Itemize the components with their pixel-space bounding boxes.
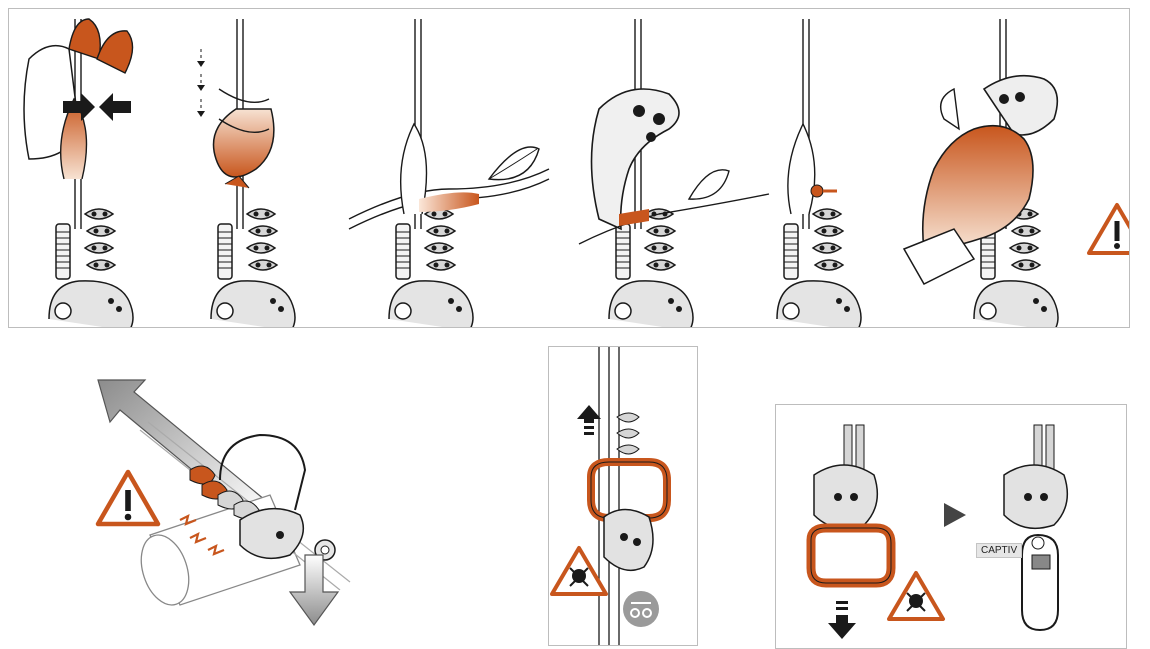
step-2-knot-sliding — [197, 19, 295, 328]
captiv-before-after-drawing — [776, 405, 1127, 649]
bottom-middle-panel — [548, 346, 698, 646]
step-4-leaf-carabiner — [579, 19, 769, 328]
falling-device-drawing — [40, 360, 380, 643]
danger-carabiner-drawing — [549, 347, 698, 646]
top-illustration-panel — [8, 8, 1130, 328]
warning-icon — [1089, 205, 1130, 253]
top-steps-drawing — [9, 9, 1130, 328]
step-1-hand-squeeze — [24, 19, 133, 328]
pull-up-arrow-icon — [577, 405, 601, 435]
bottom-left-illustration — [40, 360, 380, 643]
step-5-friction-hitch — [777, 19, 861, 328]
danger-skull-icon — [889, 573, 943, 619]
wrong-carabiner-orientation — [811, 425, 891, 639]
step-6-gloved-hand — [904, 19, 1058, 328]
warning-icon — [98, 472, 158, 524]
step-3-leaf-sling — [349, 19, 549, 328]
correct-captiv-orientation — [1004, 425, 1067, 630]
danger-skull-icon — [552, 548, 606, 594]
bottom-right-panel: CAPTIV — [775, 404, 1127, 649]
next-step-arrow-icon — [944, 503, 966, 527]
harness-icon — [623, 591, 659, 627]
device-chain — [617, 413, 639, 454]
captiv-label: CAPTIV — [976, 543, 1022, 558]
